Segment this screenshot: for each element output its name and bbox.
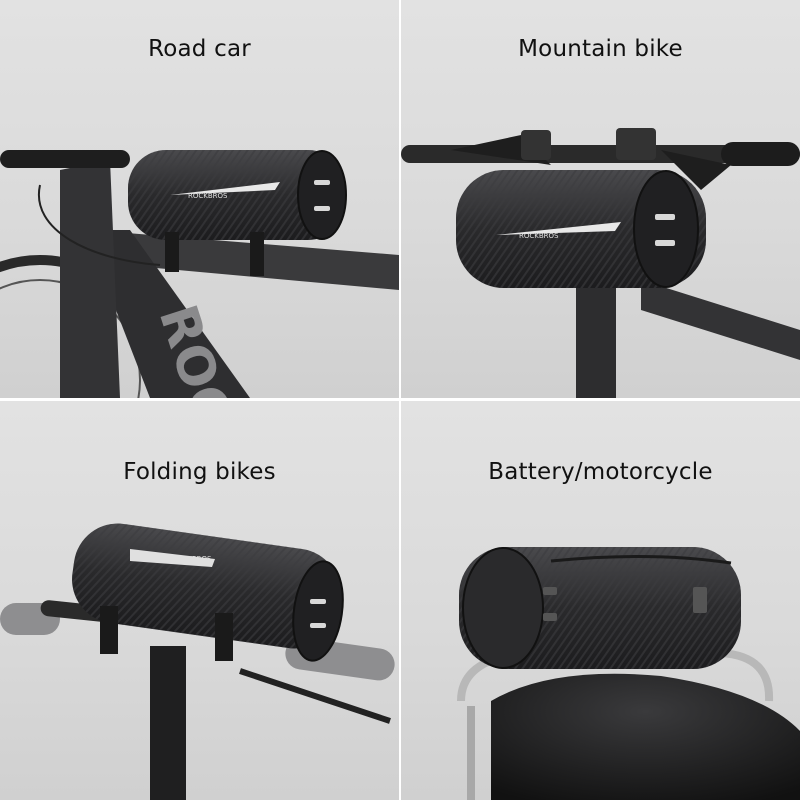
mountain-bike-photo: ROCKBROS <box>401 128 800 398</box>
bag-brand-logo: ROCKBROS <box>519 232 559 240</box>
panel-caption: Battery/motorcycle <box>488 459 713 485</box>
motorcycle-photo <box>457 547 800 800</box>
road-bike-photo: ROC ROCKBROS <box>0 150 399 398</box>
panel-caption: Mountain bike <box>518 36 683 62</box>
folding-bike-photo: ROCKBROS <box>0 523 395 800</box>
seat <box>491 673 800 800</box>
panel-battery-motorcycle: Battery/motorcycle <box>401 401 800 800</box>
handlebar <box>0 150 130 168</box>
down-tube <box>85 230 250 398</box>
bag-brand-logo: ROCKBROS <box>188 192 228 200</box>
panel-caption: Folding bikes <box>123 459 276 485</box>
horizontal-divider <box>0 398 800 401</box>
panel-mountain-bike: ROCKBROS Mountain bike <box>401 0 800 398</box>
panel-caption: Road car <box>148 36 251 62</box>
panel-folding-bikes: ROCKBROS Folding bikes <box>0 401 399 800</box>
panel-road-car: ROC ROCKBROS Road car <box>0 0 399 398</box>
bag-brand-logo: ROCKBROS <box>172 555 212 563</box>
stem-post <box>150 646 186 800</box>
